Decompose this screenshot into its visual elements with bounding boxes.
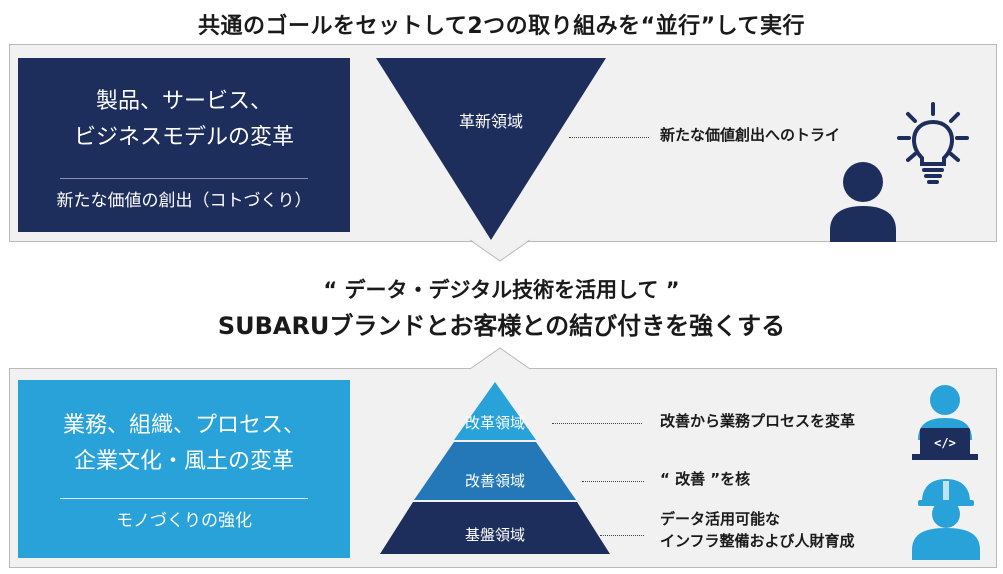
svg-text:</>: </> <box>934 436 956 450</box>
person-icon <box>830 162 896 242</box>
level3-description-line2: インフラ整備および人財育成 <box>660 532 855 550</box>
level3-description-line1: データ活用可能な <box>660 510 781 528</box>
pyramid-base-tier <box>380 502 610 554</box>
operations-box-title: 業務、組織、プロセス、 企業文化・風土の変革 <box>18 408 350 480</box>
pyramid-base-label: 基盤領域 <box>464 526 525 544</box>
operations-box-title-line2: 企業文化・風土の変革 <box>73 449 294 474</box>
innovation-leader-line <box>569 137 649 138</box>
innovation-box-title: 製品、サービス、 ビジネスモデルの変革 <box>18 84 350 156</box>
pyramid-middle-label: 改善領域 <box>464 472 525 490</box>
pyramid-top-tier <box>454 382 536 440</box>
pyramid <box>380 382 610 554</box>
developer-icon: </> <box>912 385 978 460</box>
level2-description: “ 改善 ”を核 <box>660 470 751 488</box>
innovation-triangle-label: 革新領域 <box>458 112 523 131</box>
innovation-box-title-line2: ビジネスモデルの変革 <box>73 125 294 150</box>
level1-description: 改善から業務プロセスを変革 <box>660 412 856 430</box>
level3-leader-line <box>600 535 644 536</box>
operations-box: 業務、組織、プロセス、 企業文化・風土の変革 モノづくりの強化 <box>18 380 350 558</box>
main-title: 共通のゴールをセットして2つの取り組みを“並行”して実行 <box>198 14 805 39</box>
innovation-triangle <box>376 58 606 240</box>
worker-helmet-icon <box>912 479 980 560</box>
innovation-description: 新たな価値創出へのトライ <box>660 126 841 144</box>
middle-tagline: “ データ・デジタル技術を活用して ” <box>323 278 680 302</box>
operations-box-title-line1: 業務、組織、プロセス、 <box>62 413 305 438</box>
innovation-box: 製品、サービス、 ビジネスモデルの変革 新たな価値の創出（コトづくり） <box>18 58 350 232</box>
pyramid-top-label: 改革領域 <box>464 414 525 432</box>
operations-box-subtitle: モノづくりの強化 <box>116 511 252 531</box>
level2-leader-line <box>582 481 644 482</box>
operations-box-divider <box>60 498 308 499</box>
level1-leader-line <box>552 423 642 424</box>
innovation-box-title-line1: 製品、サービス、 <box>95 89 272 114</box>
middle-headline: SUBARUブランドとお客様との結び付きを強くする <box>217 312 786 340</box>
bottom-panel-pointer <box>470 347 530 370</box>
pyramid-middle-tier <box>414 442 576 500</box>
innovation-box-subtitle: 新たな価値の創出（コトづくり） <box>56 191 312 211</box>
top-panel-pointer <box>470 239 530 262</box>
level3-description: データ活用可能な インフラ整備および人財育成 <box>660 508 855 552</box>
innovation-box-divider <box>60 178 308 179</box>
lightbulb-icon <box>897 102 969 184</box>
